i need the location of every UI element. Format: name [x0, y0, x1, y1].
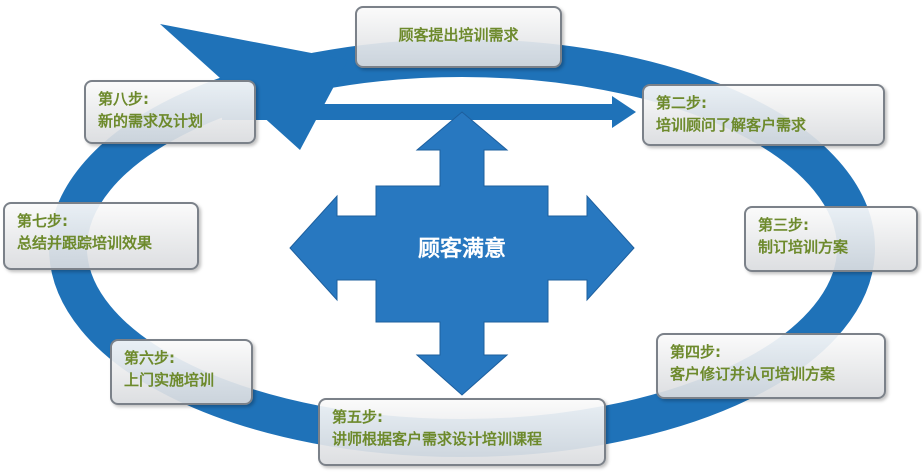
step-box-3: 第三步: 制订培训方案 — [744, 206, 918, 272]
step-title: 第七步: — [17, 212, 68, 230]
step-desc: 上门实施培训 — [124, 371, 215, 389]
step-box-2: 第二步: 培训顾问了解客户需求 — [642, 84, 885, 146]
step-box-4: 第四步: 客户修订并认可培训方案 — [656, 333, 886, 399]
center-label: 顾客满意 — [417, 237, 506, 262]
top-box-label: 顾客提出培训需求 — [398, 26, 519, 44]
step-box-8: 第八步: 新的需求及计划 — [84, 80, 256, 144]
step-title: 第六步: — [124, 349, 175, 367]
step-box-top: 顾客提出培训需求 — [355, 6, 562, 68]
step-title: 第五步: — [332, 408, 383, 426]
step-desc: 讲师根据客户需求设计培训课程 — [332, 430, 543, 448]
step-desc: 新的需求及计划 — [98, 112, 204, 130]
step-desc: 制订培训方案 — [758, 238, 849, 256]
step-desc: 总结并跟踪培训效果 — [17, 234, 153, 252]
step-title: 第八步: — [98, 90, 149, 108]
step-title: 第二步: — [656, 94, 707, 112]
feedback-arrow — [222, 96, 636, 128]
step-desc: 培训顾问了解客户需求 — [656, 116, 807, 134]
step-box-6: 第六步: 上门实施培训 — [110, 339, 253, 405]
center-cross-arrow — [289, 111, 635, 396]
step-desc: 客户修订并认可培训方案 — [670, 365, 836, 383]
step-title: 第三步: — [758, 216, 809, 234]
step-box-7: 第七步: 总结并跟踪培训效果 — [3, 202, 199, 270]
step-box-5: 第五步: 讲师根据客户需求设计培训课程 — [318, 398, 606, 466]
step-title: 第四步: — [670, 343, 721, 361]
